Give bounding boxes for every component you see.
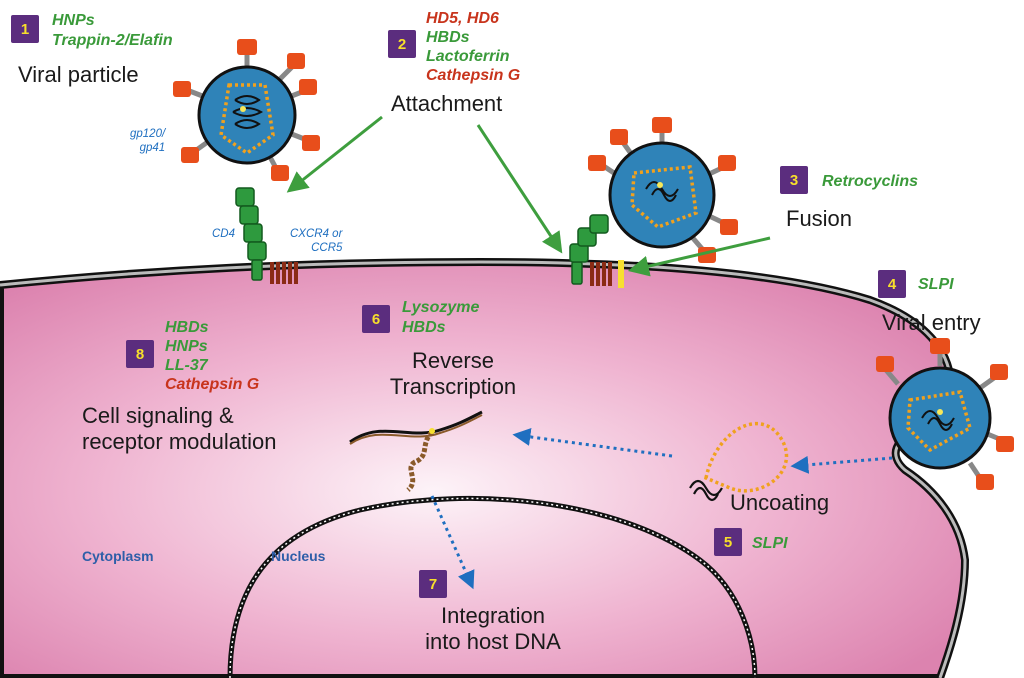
step-8-agent: LL-37 [165,357,208,374]
coreceptor [270,262,298,284]
viral-dna [349,410,483,444]
step-1-title: Viral particle [18,62,139,87]
coreceptor-bound [590,262,612,286]
cd4-receptor [235,187,267,281]
arrow-to-rt [512,428,673,458]
arrow-to-uncoating [790,455,893,474]
step-5-title: Uncoating [730,490,830,515]
step-1-agent: Trappin-2/Elafin [52,32,173,49]
arrow-fusion [627,236,771,277]
step-8-title: Cell signaling & receptor modulation [82,403,277,454]
arrow-attachment-right [476,124,563,254]
step-2-title: Attachment [391,91,503,116]
step-2-agent: HBDs [426,29,470,46]
step-6-agent: HBDs [402,319,446,336]
step-1-agent: HNPs [52,12,95,29]
step-5-agent: SLPI [752,535,788,552]
step-2-agent: HD5, HD6 [426,10,499,27]
step-3-agent: Retrocyclins [822,173,919,190]
step-1-badge: 1 [11,15,39,43]
step-8-agent: HBDs [165,319,209,336]
step-6-agent: Lysozyme [402,299,480,316]
step-8-agent: Cathepsin G [165,376,260,393]
viral-particle [173,39,320,181]
step-5-badge: 5 [714,528,742,556]
step-4-badge: 4 [878,270,906,298]
step-7-badge: 7 [419,570,447,598]
nucleus-membrane [227,495,758,678]
envelope-label: gp120/ gp41 [130,128,166,154]
uncoated-capsid [689,421,789,502]
cytoplasm-label: Cytoplasm [82,548,154,564]
step-4-title: Viral entry [882,310,981,335]
coreceptor-label: CXCR4 or CCR5 [290,228,343,254]
step-8-badge: 8 [126,340,154,368]
step-3-title: Fusion [786,206,853,231]
step-2-agent: Cathepsin G [426,67,521,84]
cd4-receptor-bound [569,214,609,285]
arrow-attachment-left [286,115,383,193]
fusing-virion [588,117,738,263]
fusion-peptide [618,260,624,288]
step-4-agent: SLPI [918,276,954,293]
step-8-agent: HNPs [165,338,208,355]
arrow-to-integration [430,495,475,590]
cdna-strand [406,430,434,492]
cd4-label: CD4 [212,228,236,240]
entering-virion [876,338,1014,490]
step-3-badge: 3 [780,166,808,194]
step-2-badge: 2 [388,30,416,58]
step-2-agent: Lactoferrin [426,48,510,65]
step-7-title: Integration into host DNA [425,603,561,654]
step-6-badge: 6 [362,305,390,333]
step-6-title: Reverse Transcription [389,348,517,399]
nucleus-label: Nucleus [271,548,326,564]
